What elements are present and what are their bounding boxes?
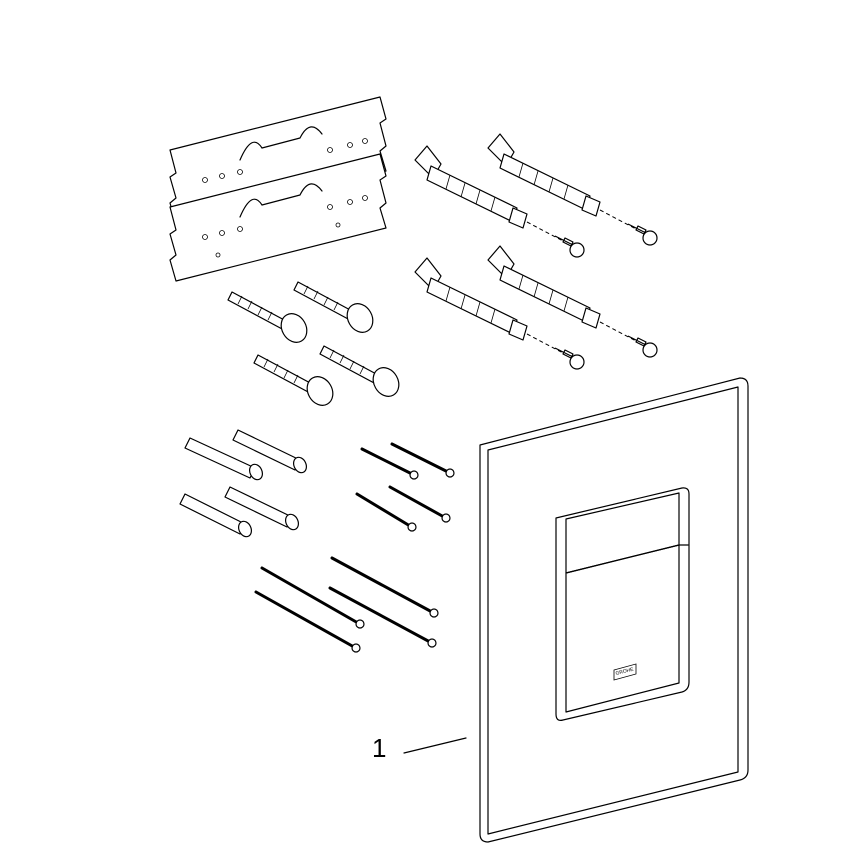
long-screw-1: [260, 566, 365, 629]
mushroom-bolt-1: [227, 291, 308, 343]
wall-plug-4: [487, 245, 658, 358]
callout-label-1: 1: [372, 733, 387, 763]
threaded-sleeve-4: [224, 486, 300, 531]
grohe-logo: GROHE: [613, 663, 637, 681]
flush-button-panel: GROHE: [555, 487, 690, 721]
cover-plate: GROHE: [479, 377, 749, 843]
short-screw-3: [355, 492, 417, 532]
threaded-sleeve-3: [179, 493, 253, 538]
mushroom-bolt-2: [293, 281, 374, 333]
mushroom-bolt-3: [253, 354, 334, 406]
wall-plug-1: [414, 145, 585, 258]
short-screw-1: [360, 447, 419, 480]
mounting-plate-bottom: [169, 153, 387, 282]
short-screw-4: [388, 485, 451, 523]
short-screw-2: [390, 442, 455, 478]
threaded-sleeve-1: [184, 437, 264, 481]
wall-plug-2: [487, 133, 658, 246]
callout-leader-1: [403, 737, 467, 754]
mushroom-bolt-4: [319, 345, 400, 397]
svg-text:GROHE: GROHE: [615, 667, 635, 677]
long-screw-4: [328, 586, 437, 648]
long-screw-2: [330, 556, 439, 618]
wall-plug-3: [414, 257, 585, 370]
threaded-sleeve-2: [232, 429, 308, 474]
long-screw-3: [254, 590, 361, 653]
